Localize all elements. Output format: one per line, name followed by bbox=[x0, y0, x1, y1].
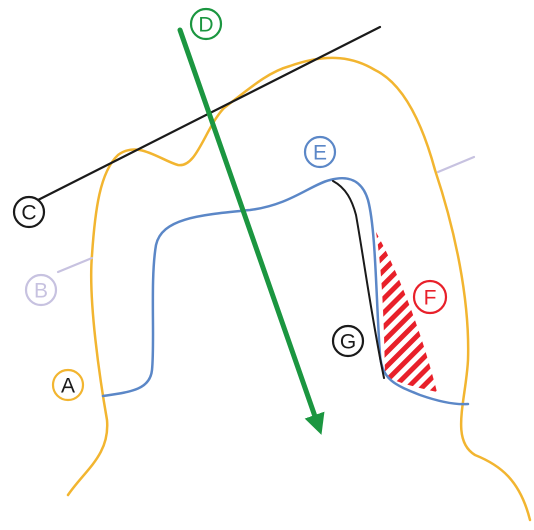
label-d: D bbox=[189, 7, 223, 41]
label-g: G bbox=[331, 324, 365, 358]
label-f-text: F bbox=[424, 287, 437, 310]
inner-contour-e bbox=[101, 176, 470, 406]
arrow-d bbox=[177, 27, 325, 435]
label-a-text: A bbox=[61, 375, 75, 398]
pointer-line-b-right bbox=[436, 155, 476, 174]
label-b: B bbox=[24, 273, 58, 307]
line-g bbox=[332, 180, 385, 379]
outer-outline-a bbox=[66, 56, 532, 522]
pointer-line-b-left bbox=[56, 256, 94, 274]
label-g-text: G bbox=[340, 331, 356, 354]
hatched-region-f bbox=[376, 232, 437, 392]
label-c-text: C bbox=[21, 202, 36, 225]
label-d-text: D bbox=[198, 14, 213, 37]
label-a: A bbox=[51, 368, 85, 402]
label-c: C bbox=[12, 195, 46, 229]
label-e-text: E bbox=[313, 142, 327, 165]
label-b-text: B bbox=[34, 280, 48, 303]
label-e: E bbox=[303, 135, 337, 169]
label-f: F bbox=[412, 279, 448, 315]
